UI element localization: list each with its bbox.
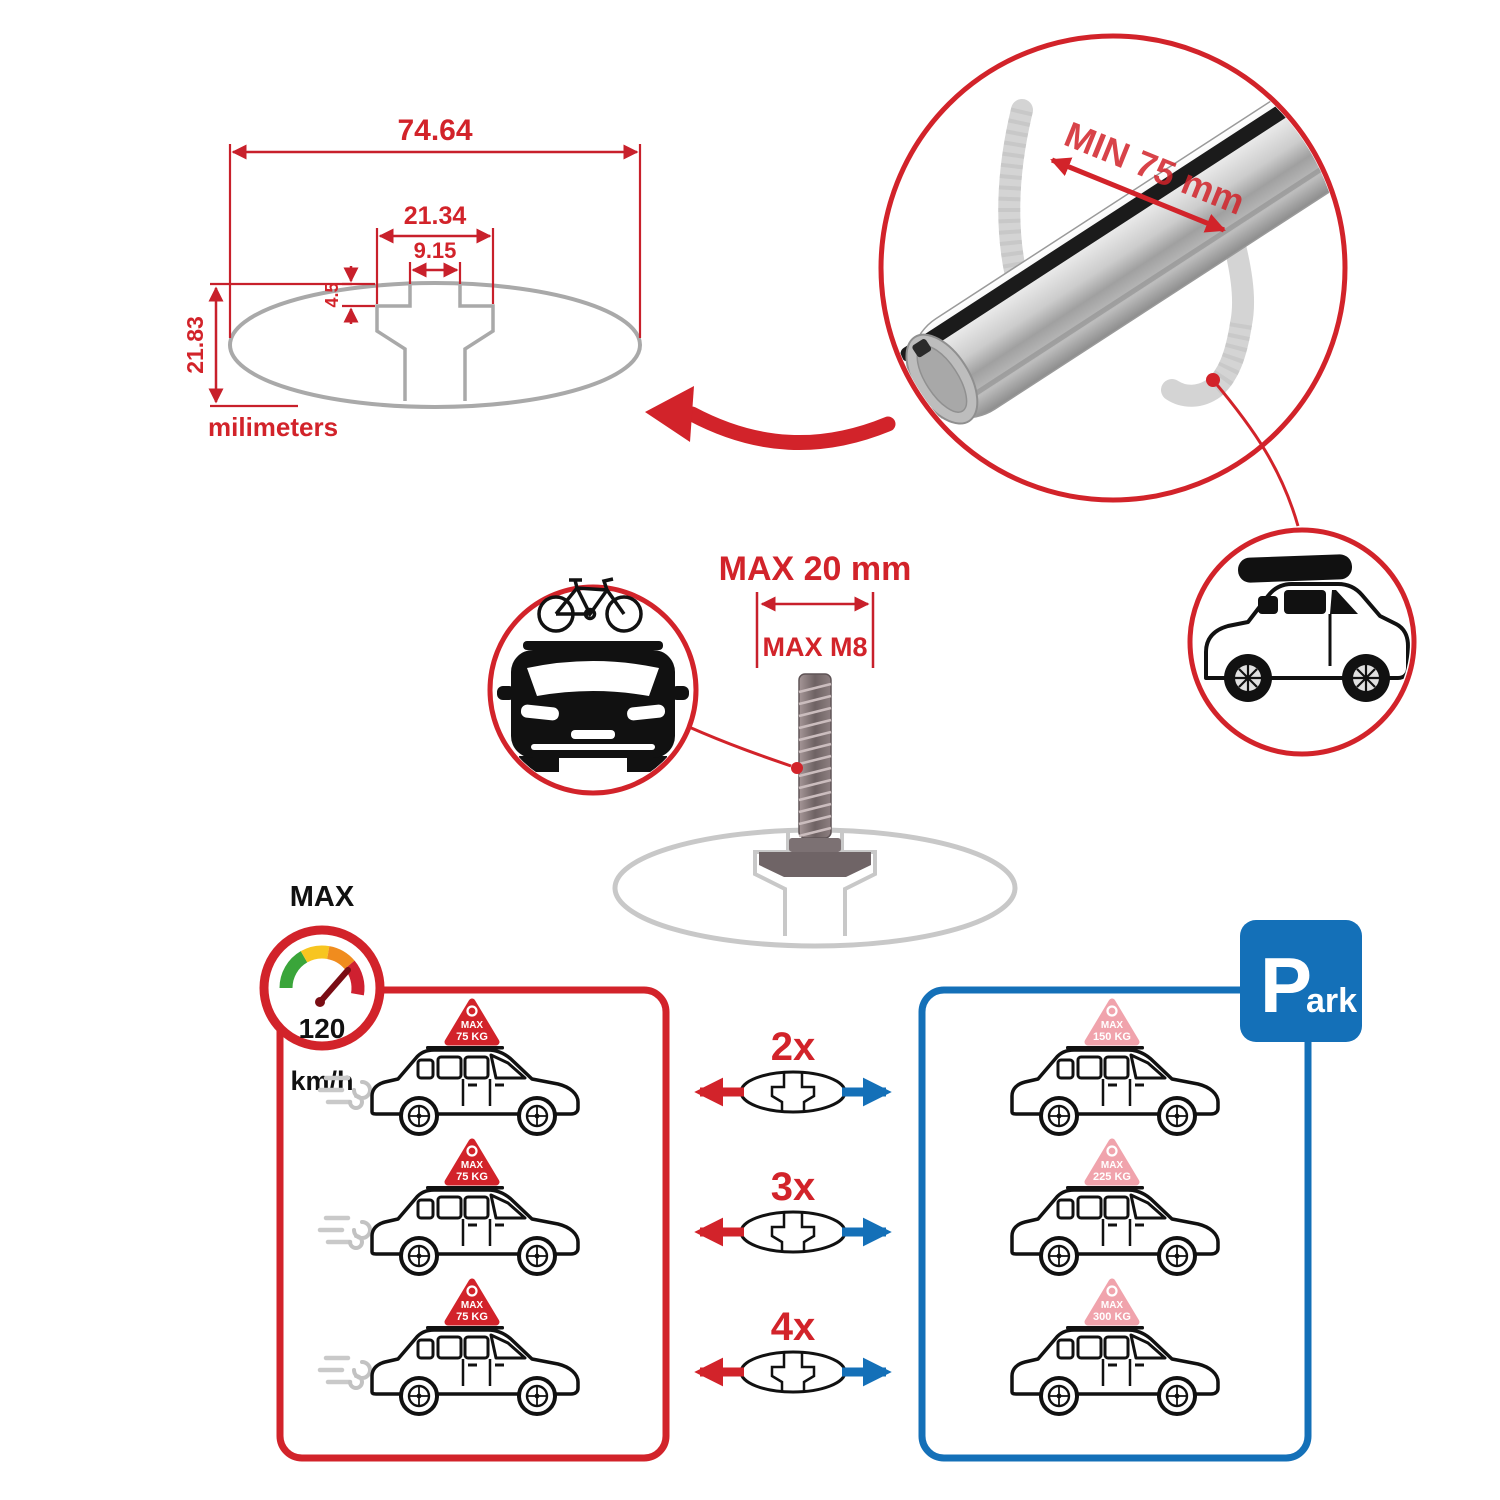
dim-slot-outer-label: 21.34 — [404, 202, 467, 230]
roof-load-max: MAX — [461, 1020, 484, 1031]
profile-outline — [228, 281, 642, 409]
parked-car-icon — [1010, 1324, 1220, 1416]
crossbar-profile-icon — [739, 1210, 847, 1254]
profile-slot-outline — [375, 284, 495, 401]
roof-load-max: MAX — [1101, 1020, 1124, 1031]
roof-load-value: 75 KG — [456, 1031, 488, 1043]
parking-panel — [918, 986, 1312, 1462]
parked-car-row-3: MAX 300 KG — [1010, 1282, 1220, 1416]
driving-car-icon — [370, 1324, 580, 1416]
dim-slot-inner-label: 9.15 — [414, 238, 457, 263]
crossbar-detail-circle: MIN 75 mm — [645, 33, 1348, 527]
unit-label: milimeters — [208, 412, 338, 442]
min-span-arrow — [1050, 157, 1226, 233]
roof-load-value: 75 KG — [456, 1171, 488, 1183]
parked-car-row-2: MAX 225 KG — [1010, 1142, 1220, 1276]
speed-limit-badge: MAX 120 km/h — [259, 881, 385, 1096]
bolt-max-width-label: MAX 20 mm — [719, 550, 912, 588]
roof-bar — [523, 641, 663, 650]
t-bolt — [759, 673, 871, 877]
roof-load-value: 225 KG — [1093, 1171, 1131, 1183]
crossbar-profile-icon — [739, 1350, 847, 1394]
parking-sign-p: P — [1260, 941, 1312, 1029]
roof-load-value: 75 KG — [456, 1311, 488, 1323]
bolt-callout-dot — [791, 762, 803, 774]
bar-quantity-label: 4x — [771, 1305, 816, 1349]
driving-car-icon — [370, 1044, 580, 1136]
speed-limit-value: 120 — [299, 1013, 346, 1044]
suv-roofbox-circle — [1187, 527, 1417, 757]
roof-load-max: MAX — [461, 1300, 484, 1311]
parked-car-row-1: MAX 150 KG — [1010, 1002, 1220, 1136]
driving-car-row-2: MAX 75 KG — [320, 1142, 580, 1276]
ghost-slot-outline — [753, 830, 877, 936]
bolt-max-thread-label: MAX M8 — [762, 632, 867, 662]
bar-quantity-label: 3x — [771, 1165, 816, 1209]
dim-width-total-label: 74.64 — [397, 114, 472, 147]
bar-quantity-row-1: 2x — [694, 1025, 892, 1114]
driving-car-row-1: MAX 75 KG — [320, 1002, 580, 1136]
bike-car-circle — [487, 577, 699, 796]
parked-car-icon — [1010, 1184, 1220, 1276]
parked-car-icon — [1010, 1044, 1220, 1136]
exhaust-swirl-icon — [320, 1218, 370, 1248]
bicycle-icon — [537, 577, 643, 633]
bar-quantity-row-3: 4x — [694, 1305, 892, 1394]
parking-sign-ark: ark — [1306, 982, 1357, 1020]
roof-load-max: MAX — [1101, 1160, 1124, 1171]
profile-callout-arrow — [684, 406, 896, 450]
driving-car-row-3: MAX 75 KG — [320, 1282, 580, 1416]
roof-load-max: MAX — [1101, 1300, 1124, 1311]
driving-panel — [276, 986, 670, 1462]
car-front-illustration — [497, 650, 689, 772]
profile-callout-arrowhead — [645, 386, 694, 442]
roof-load-value: 150 KG — [1093, 1031, 1131, 1043]
suv-illustration — [1204, 554, 1410, 702]
roof-load-value: 300 KG — [1093, 1311, 1131, 1323]
connector-line-suv — [1211, 379, 1300, 527]
dim-total-height-label: 21.83 — [182, 316, 208, 374]
profile-dimension-diagram: 74.64 21.34 9.15 21.83 4.5 milimeters — [182, 114, 642, 442]
parking-sign: P ark — [1240, 920, 1362, 1042]
speedometer-needle — [317, 967, 351, 1005]
bar-quantity-row-2: 3x — [694, 1165, 892, 1254]
roof-load-max: MAX — [461, 1160, 484, 1171]
dim-lip-height-label: 4.5 — [322, 282, 342, 307]
speed-limit-max-label: MAX — [290, 881, 355, 913]
connector-line-bolt — [688, 725, 792, 768]
driving-car-icon — [370, 1184, 580, 1276]
bolt-spec-diagram: MAX 20 mm MAX M8 — [612, 550, 1018, 949]
crossbar-profile-icon — [739, 1070, 847, 1114]
exhaust-swirl-icon — [320, 1358, 370, 1388]
bar-quantity-label: 2x — [771, 1025, 816, 1069]
